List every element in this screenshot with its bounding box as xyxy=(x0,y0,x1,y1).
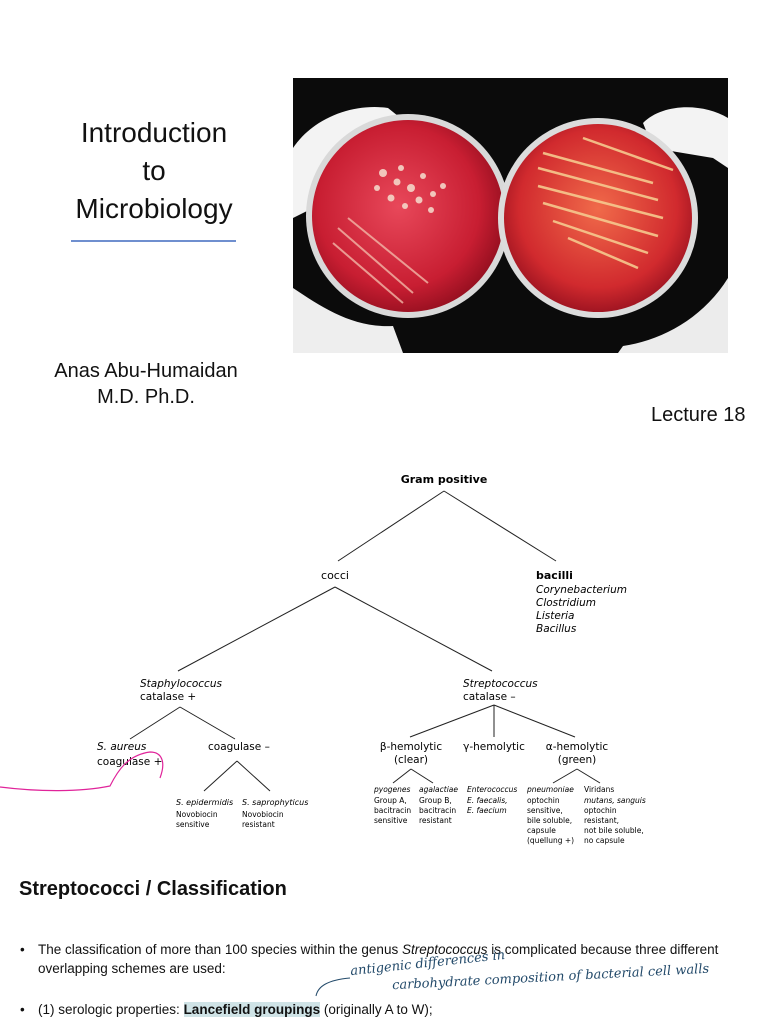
tree-enterococcus-line: E. faecium xyxy=(467,806,507,815)
bullet-genus: Streptococcus xyxy=(401,942,488,957)
title-line: Microbiology xyxy=(75,193,233,224)
tree-bacilli-example: Bacillus xyxy=(536,623,577,635)
author-degree: M.D. Ph.D. xyxy=(97,386,195,408)
bullet-list: • The classification of more than 100 sp… xyxy=(18,940,758,1031)
tree-pneumoniae-line: optochin xyxy=(527,796,560,805)
tree-staph-name: Staphylococcus xyxy=(140,678,222,690)
tree-epidermidis-line: sensitive xyxy=(176,820,210,829)
author-name: Anas Abu-Humaidan xyxy=(54,360,238,382)
tree-viridans-line: mutans, sanguis xyxy=(584,796,646,805)
tree-agalactiae-line: bacitracin xyxy=(419,806,456,815)
tree-pneumoniae-line: sensitive, xyxy=(527,806,563,815)
tree-epidermidis-line: Novobiocin xyxy=(176,810,218,819)
tree-pneumoniae-line: (quellung +) xyxy=(527,836,574,845)
tree-gamma-name: γ-hemolytic xyxy=(463,741,525,753)
tree-viridans-line: no capsule xyxy=(584,836,625,845)
tree-aureus-test: coagulase + xyxy=(97,756,162,768)
title-line: Introduction xyxy=(80,117,228,148)
bullet-text: The classification of more than 100 spec… xyxy=(38,942,402,957)
tree-beta-name: β-hemolytic xyxy=(380,741,442,753)
tree-viridans-name: Viridans xyxy=(584,785,614,794)
tree-agalactiae-name: agalactiae xyxy=(419,785,458,794)
tree-enterococcus-name: Enterococcus xyxy=(467,785,517,794)
tree-strep-name: Streptococcus xyxy=(463,678,538,690)
tree-agalactiae-line: Group B, xyxy=(419,796,452,805)
tree-pneumoniae-line: capsule xyxy=(527,826,556,835)
highlighted-term: Lancefield groupings xyxy=(183,1002,321,1017)
tree-agalactiae-line: resistant xyxy=(419,816,452,825)
lecture-number: Lecture 18 xyxy=(651,404,746,426)
tree-pneumoniae-line: bile soluble, xyxy=(527,816,572,825)
tree-bacilli: bacilli xyxy=(536,569,573,582)
list-item: • The classification of more than 100 sp… xyxy=(18,940,758,978)
classification-tree: Gram positive cocci bacilli Corynebacter… xyxy=(97,473,646,845)
tree-saprophyticus-line: Novobiocin xyxy=(242,810,284,819)
bullet-text: is complicated because three different o… xyxy=(38,942,719,976)
tree-pyogenes-line: sensitive xyxy=(374,816,408,825)
tree-coag-neg: coagulase – xyxy=(208,741,270,753)
tree-viridans-line: resistant, xyxy=(584,816,619,825)
bullet-dot: • xyxy=(20,1002,25,1017)
tree-cocci: cocci xyxy=(321,569,349,582)
tree-alpha-sub: (green) xyxy=(558,754,597,766)
tree-pyogenes-line: Group A, xyxy=(374,796,407,805)
list-item: • (1) serologic properties: Lancefield g… xyxy=(18,1000,758,1019)
tree-aureus-name: S. aureus xyxy=(97,741,147,753)
tree-connectors xyxy=(129,490,601,792)
tree-bacilli-example: Listeria xyxy=(536,610,574,622)
tree-saprophyticus-line: resistant xyxy=(242,820,275,829)
tree-saprophyticus-name: S. saprophyticus xyxy=(242,798,308,807)
bullet-text: (originally A to W); xyxy=(320,1002,433,1017)
author-block: Anas Abu-Humaidan M.D. Ph.D. xyxy=(26,358,266,410)
title-underline xyxy=(71,240,236,242)
tree-enterococcus-line: E. faecalis, xyxy=(467,796,508,805)
tree-staph-test: catalase + xyxy=(140,691,196,703)
tree-epidermidis-name: S. epidermidis xyxy=(176,798,233,807)
tree-alpha-name: α-hemolytic xyxy=(546,741,609,753)
tree-viridans-line: not bile soluble, xyxy=(584,826,644,835)
slide-title: Introduction to Microbiology xyxy=(40,114,268,228)
tree-pneumoniae-name: pneumoniae xyxy=(526,785,574,794)
tree-pyogenes-line: bacitracin xyxy=(374,806,411,815)
tree-pyogenes-name: pyogenes xyxy=(373,785,411,794)
petri-dish-photo xyxy=(293,78,728,353)
section-heading: Streptococci / Classification xyxy=(19,878,287,900)
tree-bacilli-example: Clostridium xyxy=(536,597,596,609)
tree-strep-test: catalase – xyxy=(463,691,516,703)
title-line: to xyxy=(142,155,166,186)
bullet-dot: • xyxy=(20,942,25,957)
tree-beta-sub: (clear) xyxy=(394,754,428,766)
bullet-text: (1) serologic properties: xyxy=(38,1002,184,1017)
tree-bacilli-example: Corynebacterium xyxy=(536,584,627,596)
tree-viridans-line: optochin xyxy=(584,806,617,815)
tree-root: Gram positive xyxy=(401,473,488,486)
